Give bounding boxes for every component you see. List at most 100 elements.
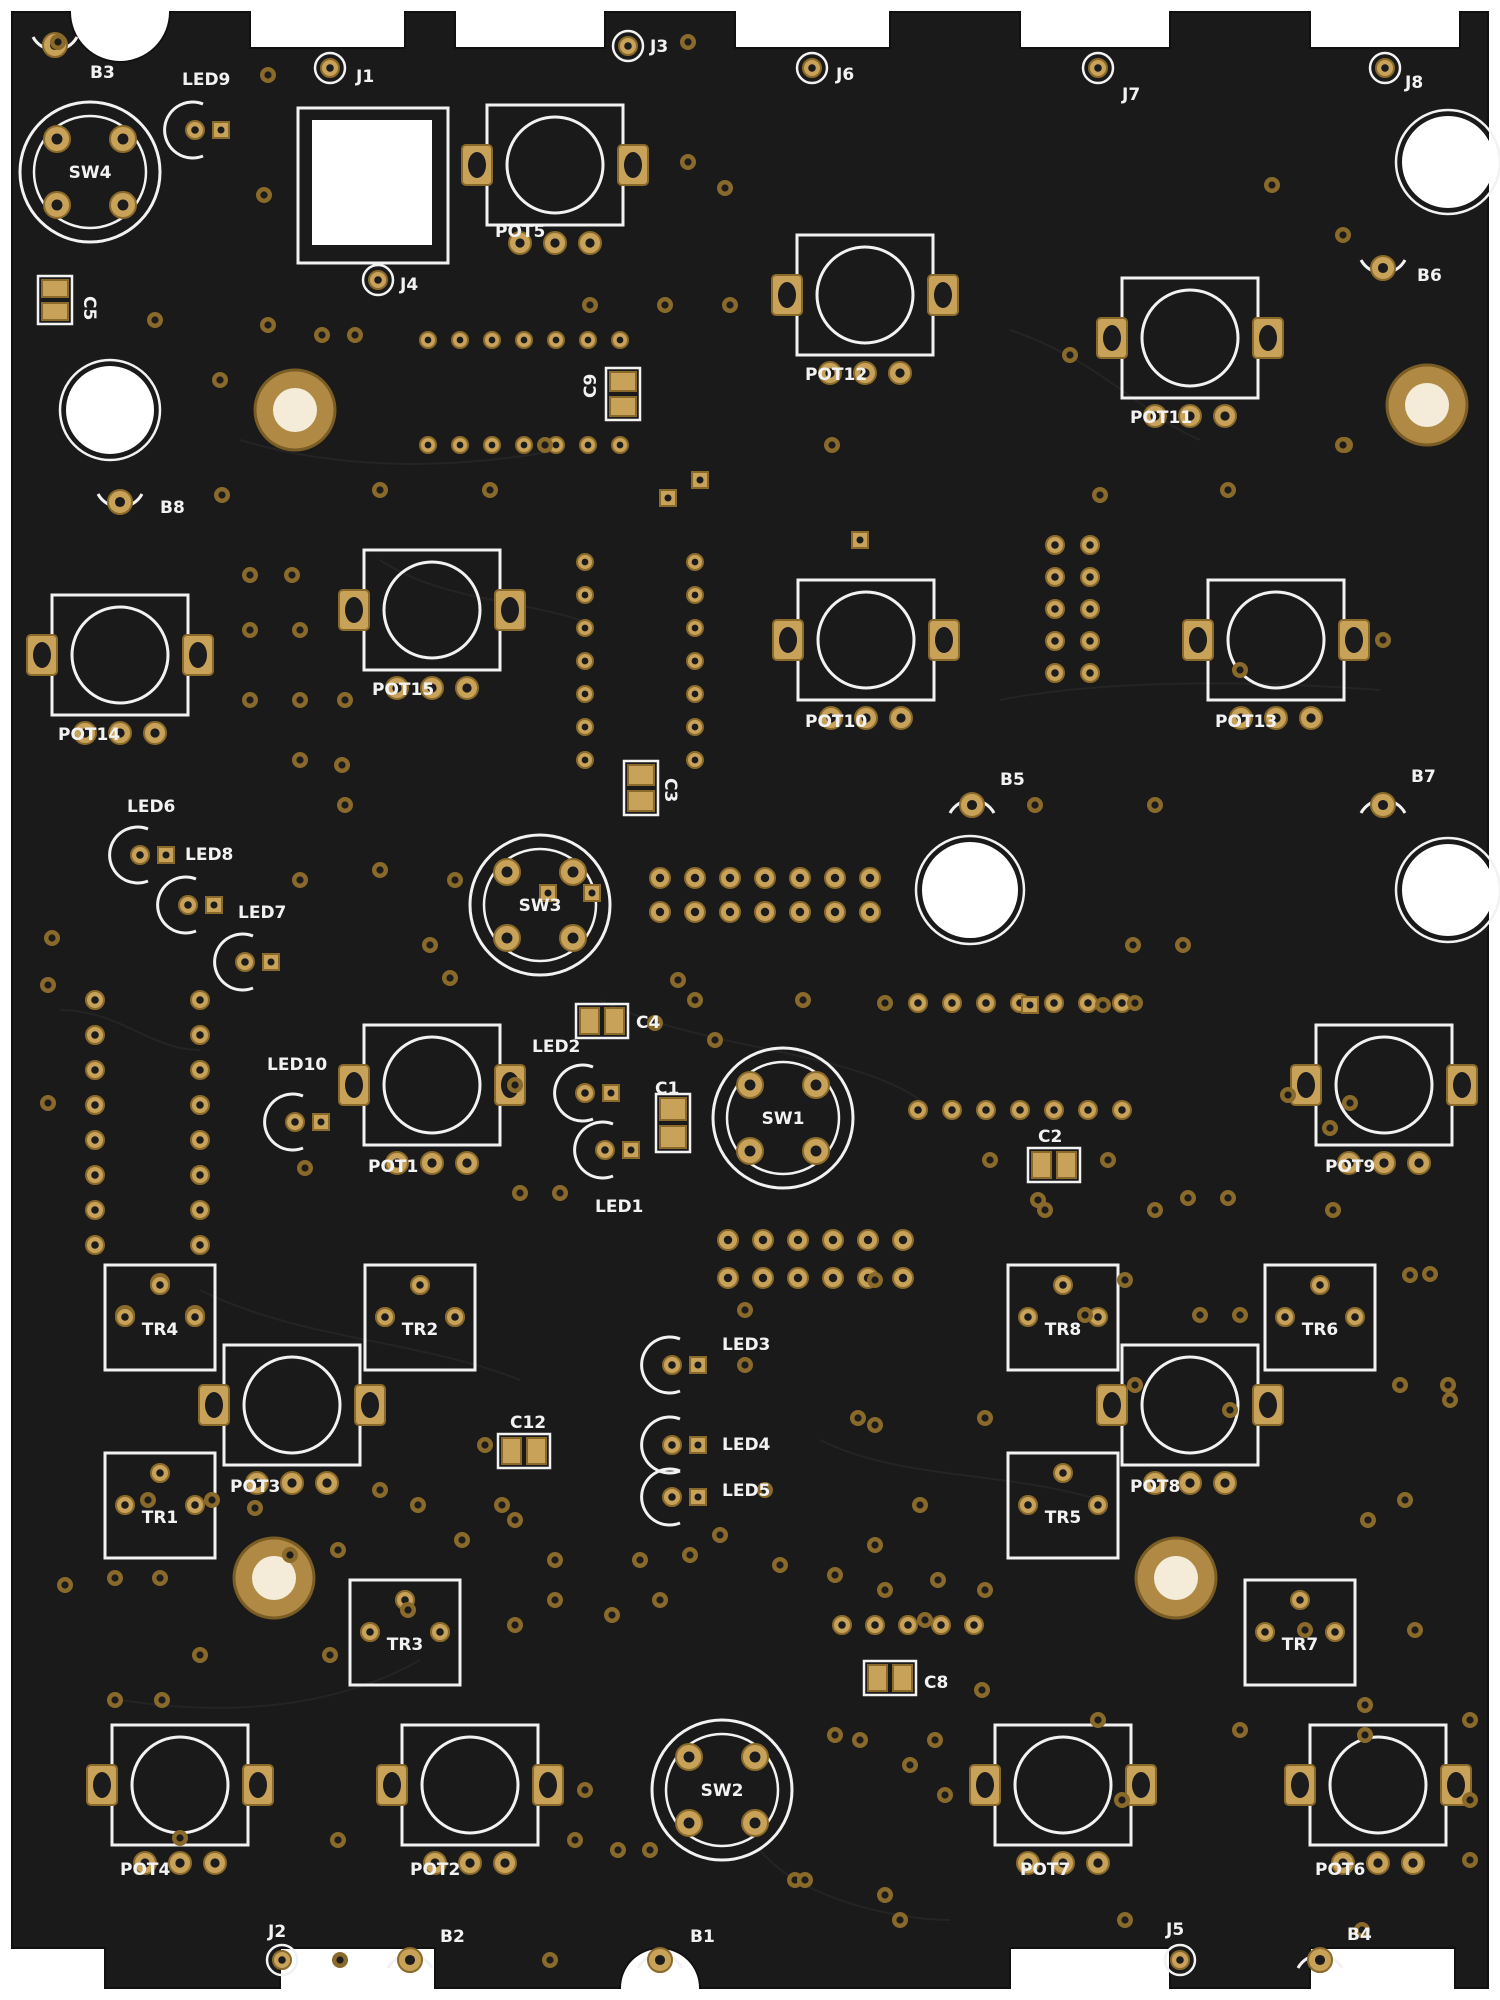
via-drill <box>1446 1396 1454 1404</box>
pot-lug-drill <box>345 1072 363 1098</box>
switch-outline <box>18 100 162 244</box>
pad-drill <box>1414 1158 1424 1168</box>
pad-drill <box>861 713 871 723</box>
pad-drill <box>252 1478 262 1488</box>
pad-drill <box>1377 799 1389 811</box>
pad-drill <box>210 901 218 909</box>
pot-label: POT13 <box>1215 712 1277 732</box>
pad-drill <box>544 889 552 897</box>
pad-drill <box>427 683 437 693</box>
pad-drill <box>1024 1501 1032 1509</box>
via-drill <box>1466 1796 1474 1804</box>
via-drill <box>1444 1381 1452 1389</box>
via-drill <box>721 184 729 192</box>
pot-lug-drill <box>1259 325 1277 351</box>
pad-drill <box>140 1858 150 1868</box>
cap-outline <box>1026 1146 1082 1184</box>
via-drill <box>251 1504 259 1512</box>
pad-drill <box>191 1501 199 1509</box>
switch-inner <box>482 847 598 963</box>
pad-drill <box>668 1361 676 1369</box>
via-drill <box>1034 1196 1042 1204</box>
via-drill <box>934 1576 942 1584</box>
pad-drill <box>838 1621 846 1629</box>
switch-inner <box>725 1060 841 1176</box>
pad-drill <box>156 1469 164 1477</box>
pad-drill <box>856 536 864 544</box>
trace <box>999 682 1381 701</box>
pad-drill <box>401 1596 409 1604</box>
pad-drill <box>91 1171 99 1179</box>
trace <box>119 1659 421 1709</box>
pot-lug-drill <box>383 1772 401 1798</box>
transistor-outline <box>1006 1451 1120 1560</box>
pad-drill <box>898 1273 908 1283</box>
via-drill <box>376 486 384 494</box>
via-drill <box>1361 1731 1369 1739</box>
pad-drill <box>1086 669 1094 677</box>
pad-drill <box>1316 1281 1324 1289</box>
cap-pad <box>41 279 69 298</box>
pad-drill <box>616 441 624 449</box>
pad-drill <box>581 624 589 632</box>
pad-drill <box>723 1273 733 1283</box>
pot-label: POT7 <box>1020 1860 1070 1880</box>
button-label: B4 <box>1347 1925 1372 1945</box>
led-outline <box>640 1467 681 1527</box>
pad-drill <box>588 889 596 897</box>
via-drill <box>1361 1701 1369 1709</box>
pot-lug-drill <box>189 642 207 668</box>
via-drill <box>286 1551 294 1559</box>
pad-drill <box>723 1235 733 1245</box>
via-drill <box>1426 1270 1434 1278</box>
via-drill <box>334 1836 342 1844</box>
via-drill <box>1411 1626 1419 1634</box>
via-drill <box>546 1956 554 1964</box>
via-drill <box>1131 999 1139 1007</box>
via-drill <box>986 1156 994 1164</box>
pad-drill <box>668 1493 676 1501</box>
pot-shaft-ring <box>505 115 605 215</box>
pad-drill <box>287 1478 297 1488</box>
pad-drill <box>871 1621 879 1629</box>
led-outline <box>213 932 254 992</box>
pad-drill <box>500 1858 510 1868</box>
via-drill <box>871 1541 879 1549</box>
pot-lug-drill <box>1291 1772 1309 1798</box>
cap-pad <box>1056 1151 1077 1179</box>
via-drill <box>741 1306 749 1314</box>
pad-drill <box>1306 713 1316 723</box>
pad-drill <box>317 1118 325 1126</box>
pad-drill <box>80 728 90 738</box>
capacitor-label: C12 <box>510 1413 546 1433</box>
cap-pad <box>604 1007 625 1035</box>
pad-drill <box>581 690 589 698</box>
pad-drill <box>381 1313 389 1321</box>
via-drill <box>1346 1099 1354 1107</box>
jack-label: J7 <box>1121 85 1140 105</box>
via-drill <box>516 1189 524 1197</box>
pad-drill <box>488 336 496 344</box>
pad-drill <box>1338 1858 1348 1868</box>
pad-drill <box>683 1751 695 1763</box>
pad-drill <box>196 1171 204 1179</box>
pad-drill <box>196 1136 204 1144</box>
pad-drill <box>392 1158 402 1168</box>
via-drill <box>881 999 889 1007</box>
pad-drill <box>1176 1956 1184 1964</box>
pad-drill <box>691 723 699 731</box>
via-drill <box>571 1836 579 1844</box>
pad-drill <box>1118 999 1126 1007</box>
switch-label: SW2 <box>701 1781 744 1801</box>
pad-drill <box>830 907 840 917</box>
pad-drill <box>196 1101 204 1109</box>
pad-drill <box>465 1858 475 1868</box>
pad-drill <box>601 1146 609 1154</box>
led-label: LED5 <box>722 1481 770 1501</box>
via-drill <box>556 1189 564 1197</box>
via-drill <box>264 321 272 329</box>
via-drill <box>1179 941 1187 949</box>
via-drill <box>741 1361 749 1369</box>
via-drill <box>48 934 56 942</box>
